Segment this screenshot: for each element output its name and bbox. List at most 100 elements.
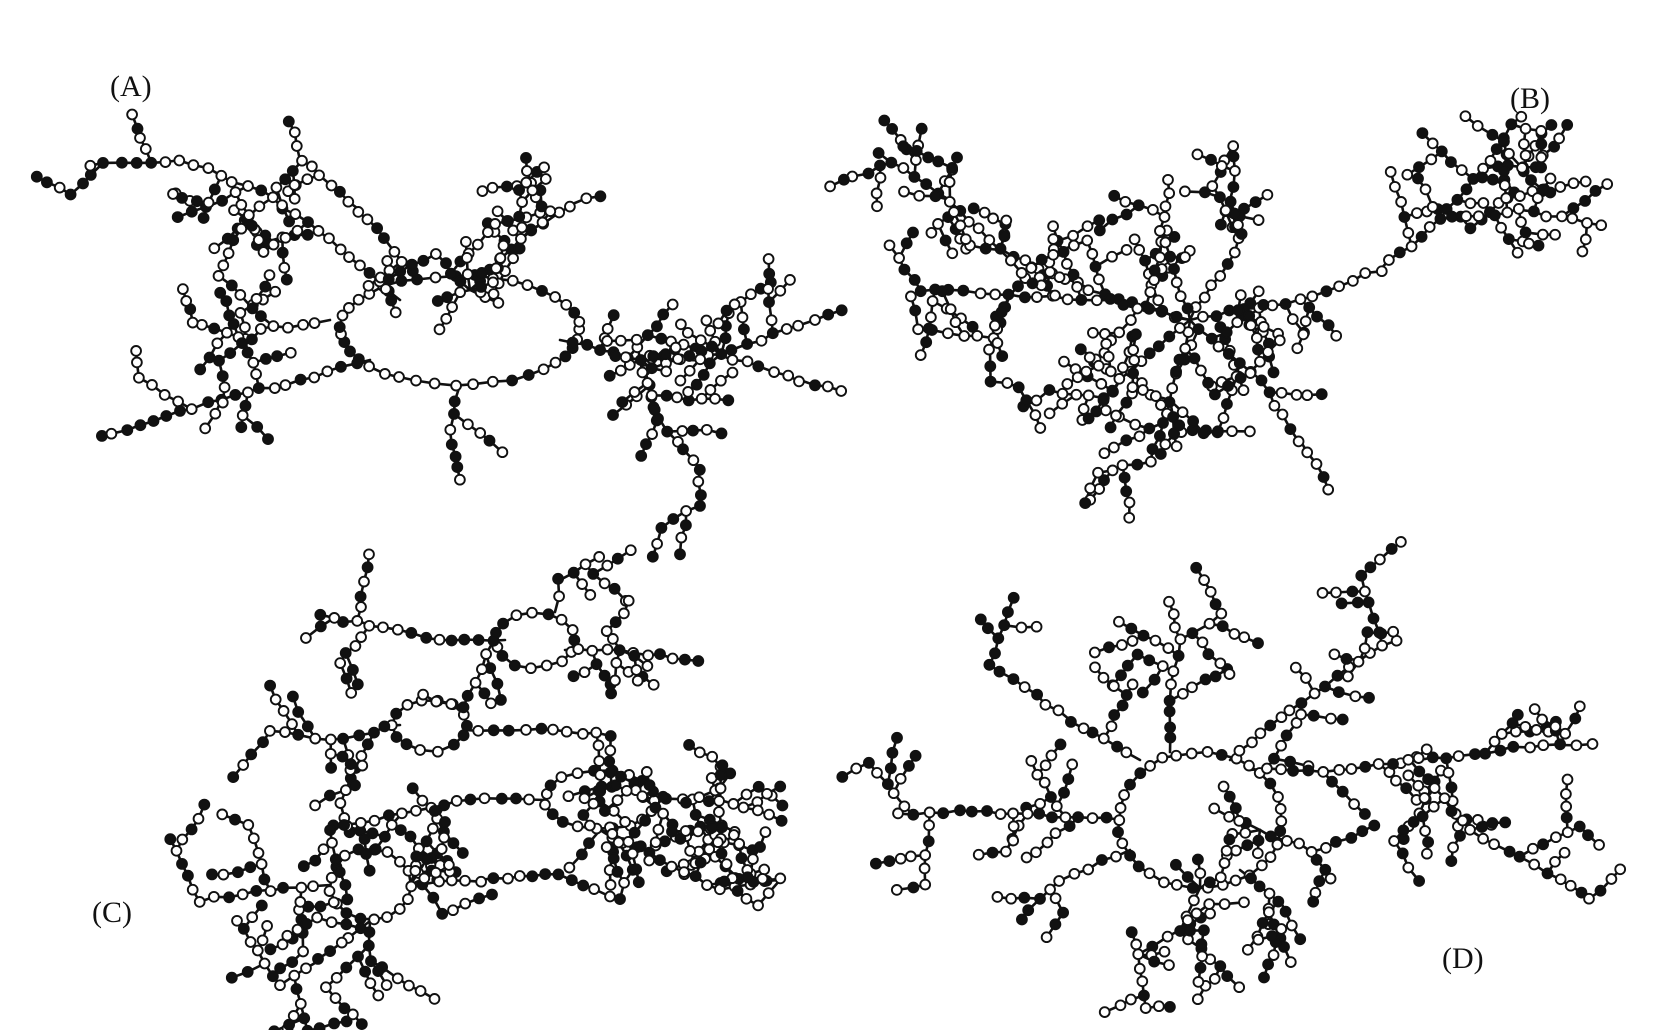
panel-a-bead xyxy=(243,388,253,398)
panel-c-bead xyxy=(408,783,418,793)
panel-a-bead xyxy=(455,287,465,297)
panel-c-bead xyxy=(172,846,182,856)
panel-b-bead xyxy=(1130,420,1140,430)
panel-d-bead xyxy=(1350,691,1360,701)
panel-a-bead xyxy=(263,434,273,444)
panel-d-bead xyxy=(1121,748,1131,758)
panel-a-bead xyxy=(660,349,670,359)
panel-c-bead xyxy=(594,756,604,766)
panel-b-bead xyxy=(1145,287,1155,297)
panel-c-bead xyxy=(339,820,349,830)
panel-c-bead xyxy=(486,698,496,708)
panel-c-bead xyxy=(613,554,623,564)
panel-d-bead xyxy=(1009,593,1019,603)
panel-a-bead xyxy=(132,158,142,168)
panel-d-ring-bead xyxy=(1134,861,1144,871)
panel-c-bead xyxy=(299,861,309,871)
panel-c-bead xyxy=(299,1013,309,1023)
panel-c-bead xyxy=(356,818,366,828)
panel-c-bead xyxy=(515,871,525,881)
panel-d-bead xyxy=(1040,778,1050,788)
panel-c-bead xyxy=(245,862,255,872)
panel-b-bead xyxy=(1213,426,1223,436)
panel-b-bead xyxy=(1094,361,1104,371)
panel-d-bead xyxy=(1138,630,1148,640)
panel-b-bead xyxy=(1546,174,1556,184)
panel-label-d: (D) xyxy=(1442,944,1484,974)
panel-b-bead xyxy=(972,331,982,341)
panel-b-bead xyxy=(1486,156,1496,166)
panel-d-bead xyxy=(1126,623,1136,633)
panel-c-bead xyxy=(369,727,379,737)
panel-a-bead xyxy=(668,300,678,310)
panel-b-bead xyxy=(1414,162,1424,172)
panel-c-bead xyxy=(540,869,550,879)
panel-a-bead xyxy=(303,217,313,227)
panel-d-bead xyxy=(1026,756,1036,766)
panel-a-bead xyxy=(678,444,688,454)
panel-d-bead xyxy=(999,620,1009,630)
panel-d-bead xyxy=(1031,847,1041,857)
panel-a-bead xyxy=(292,141,302,151)
panel-b-bead xyxy=(1164,331,1174,341)
panel-d-bead xyxy=(904,761,914,771)
panel-a-bead xyxy=(178,284,188,294)
panel-a-bead xyxy=(652,539,662,549)
panel-b-bead xyxy=(1130,234,1140,244)
panel-d-bead xyxy=(996,809,1006,819)
panel-d-bead xyxy=(1141,1003,1151,1013)
panel-d-bead xyxy=(1151,636,1161,646)
panel-d-bead xyxy=(889,788,899,798)
panel-c-bead xyxy=(288,691,298,701)
panel-c-ring-bead xyxy=(548,809,558,819)
panel-d-ring-bead xyxy=(1188,883,1198,893)
panel-a-bead xyxy=(461,237,471,247)
panel-c-bead xyxy=(729,799,739,809)
panel-b-bead xyxy=(1533,240,1543,250)
panel-c-bead xyxy=(565,863,575,873)
panel-d-bead xyxy=(990,648,1000,658)
panel-b-bead xyxy=(1428,139,1438,149)
panel-b-bead xyxy=(1178,407,1188,417)
panel-b-bead xyxy=(1232,317,1242,327)
panel-c-bead xyxy=(406,628,416,638)
panel-c-bead xyxy=(452,796,462,806)
panel-a-bead xyxy=(641,439,651,449)
panel-d-bead xyxy=(1144,655,1154,665)
panel-c-bead xyxy=(327,838,337,848)
panel-b-bead xyxy=(1396,197,1406,207)
panel-d-bead xyxy=(883,779,893,789)
panel-c-bead xyxy=(440,817,450,827)
panel-d-bead xyxy=(1357,826,1367,836)
panel-c-bead xyxy=(291,984,301,994)
panel-a-bead xyxy=(254,235,264,245)
panel-c-bead xyxy=(607,829,617,839)
panel-d-bead xyxy=(1480,749,1490,759)
panel-a-bead xyxy=(363,215,373,225)
panel-c-bead xyxy=(614,645,624,655)
panel-b-bead xyxy=(1278,410,1288,420)
panel-a-ring-bead xyxy=(537,286,547,296)
panel-a-bead xyxy=(236,308,246,318)
panel-c-bead xyxy=(554,591,564,601)
panel-d-bead xyxy=(1073,812,1083,822)
panel-a-bead xyxy=(793,321,803,331)
panel-b-bead xyxy=(1580,196,1590,206)
panel-b-bead xyxy=(1211,311,1221,321)
panel-d-bead xyxy=(1194,977,1204,987)
panel-d-bead xyxy=(1224,834,1234,844)
panel-b-bead xyxy=(990,290,1000,300)
panel-d-bead xyxy=(1022,853,1032,863)
panel-d-bead xyxy=(1215,961,1225,971)
panel-a-bead xyxy=(220,382,230,392)
panel-c-bead xyxy=(297,883,307,893)
panel-a-bead xyxy=(723,395,733,405)
panel-c-bead xyxy=(714,796,724,806)
panel-c-bead xyxy=(631,864,641,874)
panel-a-bead xyxy=(647,390,657,400)
panel-b-bead xyxy=(1348,276,1358,286)
panel-b-bead xyxy=(1156,449,1166,459)
panel-a-bead xyxy=(42,177,52,187)
panel-a-bead xyxy=(463,269,473,279)
